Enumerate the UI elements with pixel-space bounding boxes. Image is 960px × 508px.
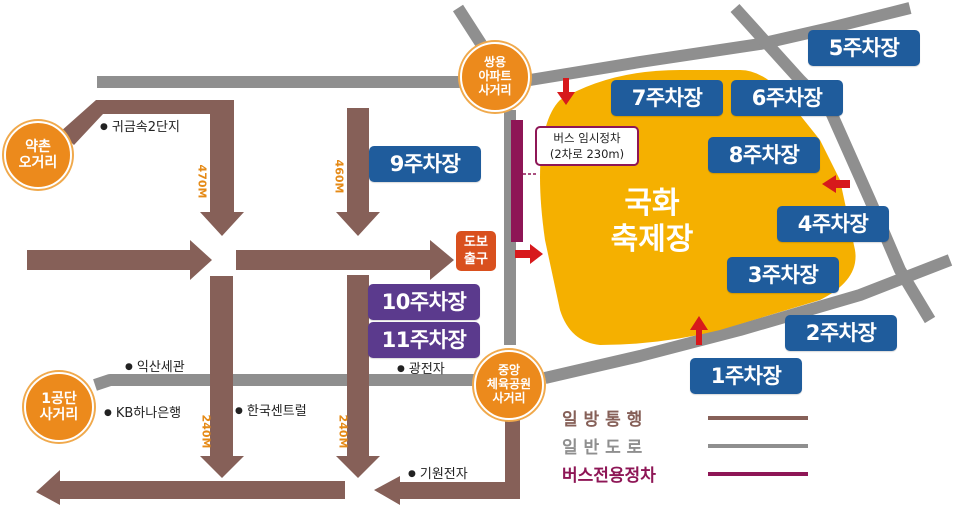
landmark-gwangjeonja: 광전자: [397, 358, 445, 377]
distance-240m-left: 240M: [199, 414, 213, 449]
landmark-gwigeumsok: 귀금속2단지: [100, 116, 180, 135]
entry-arrow-east: [822, 175, 850, 193]
legend-line-one-way: [708, 415, 808, 420]
road-middle-horizontal: [93, 374, 475, 391]
landmark-giwon-electronics: 기원전자: [408, 463, 468, 482]
entry-arrows: [515, 78, 850, 345]
intersection-yakchon: 약촌 오거리: [4, 121, 72, 189]
landmark-iksan-customs: 익산세관: [125, 356, 185, 375]
legend-one-way: 일 방 통 행: [562, 405, 808, 430]
one-way-from-jungang: [374, 415, 520, 505]
parking-lot-8[interactable]: 8주차장: [708, 137, 820, 173]
entry-arrow-north: [557, 78, 575, 105]
entry-arrow-south: [690, 316, 708, 345]
legend-line-bus-stop: [708, 471, 808, 476]
distance-240m-right: 240M: [336, 414, 350, 449]
general-roads: [93, 2, 953, 391]
intersection-ssangyong: 쌍용 아파트 사거리: [460, 42, 530, 112]
one-way-roads: [27, 100, 520, 505]
legend-bus-stop: 버스전용정차: [562, 461, 808, 486]
landmark-kb-hana-bank: KB하나은행: [104, 402, 181, 421]
one-way-240m-left: [200, 276, 244, 478]
parking-lot-9[interactable]: 9주차장: [369, 146, 481, 182]
one-way-460m: [336, 108, 380, 236]
intersection-gongdan: 1공단 사거리: [24, 372, 94, 442]
parking-lot-5[interactable]: 5주차장: [808, 30, 920, 66]
entry-arrow-west: [515, 244, 543, 264]
distance-470m: 470M: [195, 164, 209, 199]
intersection-jungang: 중앙 체육공원 사거리: [474, 350, 544, 420]
walking-exit-badge: 도보 출구: [456, 231, 496, 271]
parking-lot-3[interactable]: 3주차장: [727, 257, 839, 293]
parking-lot-4[interactable]: 4주차장: [777, 206, 889, 242]
parking-lot-11[interactable]: 11주차장: [368, 322, 480, 358]
one-way-to-exit: [236, 240, 454, 280]
parking-lot-10[interactable]: 10주차장: [368, 284, 480, 320]
parking-lot-6[interactable]: 6주차장: [731, 80, 843, 116]
one-way-470m: [60, 100, 244, 236]
road-bottom-right: [543, 254, 953, 384]
parking-lot-2[interactable]: 2주차장: [785, 315, 897, 351]
one-way-west-segment: [27, 240, 212, 280]
one-way-bottom-left: [36, 470, 345, 505]
bus-lane: [511, 120, 523, 242]
landmark-korea-central: 한국센트럴: [235, 400, 307, 419]
parking-lot-7[interactable]: 7주차장: [611, 80, 723, 116]
parking-lot-1[interactable]: 1주차장: [690, 358, 802, 394]
distance-460m: 460M: [332, 159, 346, 194]
venue-label: 국화 축제장: [610, 186, 694, 257]
legend-general-road: 일 반 도 로: [562, 433, 808, 458]
bus-stop-note: 버스 임시정차 (2차로 230m): [535, 126, 639, 166]
legend-line-general-road: [708, 443, 808, 448]
